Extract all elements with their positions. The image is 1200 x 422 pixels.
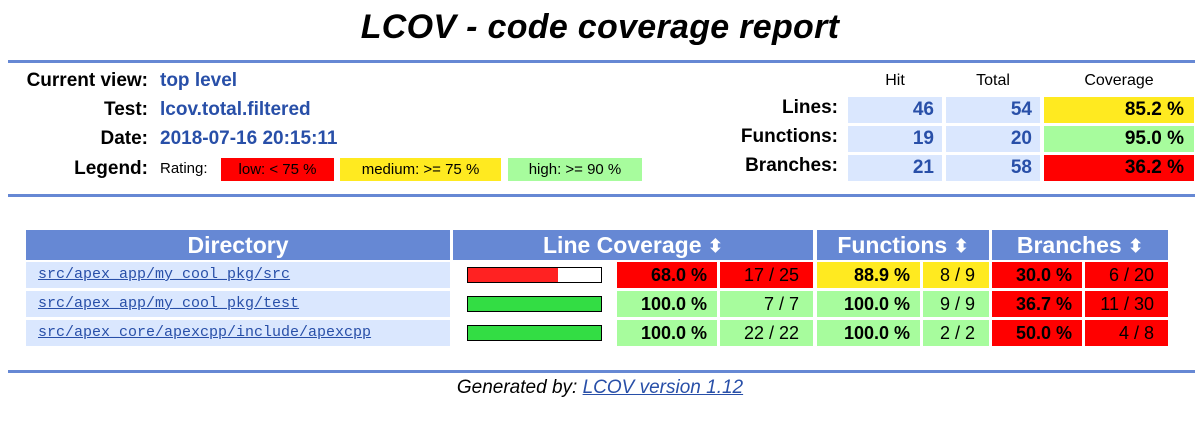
rating-label: Rating: [160,160,208,177]
functions-percent: 100.0 % [817,291,920,317]
legend-high-badge: high: >= 90 % [508,158,642,181]
summary-coverage: 36.2 % [1044,155,1194,181]
current-view-label: Current view: [26,70,148,91]
functions-count: 9 / 9 [923,291,989,317]
footer-prefix: Generated by: [456,377,578,398]
sort-icon[interactable]: ⬍ [1128,236,1144,256]
current-view-value: top level [160,70,238,91]
functions-header-label: Functions [837,232,948,258]
branches-count: 4 / 8 [1085,320,1168,346]
branches-count: 11 / 30 [1085,291,1168,317]
line-coverage-column-header[interactable]: Line Coverage ⬍ [453,230,813,260]
coverage-bar-cell [453,320,614,346]
line-coverage-percent: 68.0 % [617,262,717,288]
date-row: Date: 2018-07-16 20:15:11 [0,125,600,153]
directory-header-label: Directory [187,232,289,258]
line-coverage-count: 17 / 25 [720,262,813,288]
summary-coverage: 95.0 % [1044,126,1194,152]
branches-column-header[interactable]: Branches ⬍ [992,230,1168,260]
directory-cell: src/apex_app/my_cool_pkg/test [26,291,450,317]
coverage-bar-fill [468,268,559,282]
summary-label: Branches: [745,155,838,176]
summary-label: Functions: [740,126,838,147]
current-view-row: Current view: top level [0,67,600,95]
legend-medium-badge: medium: >= 75 % [340,158,501,181]
summary-total: 20 [946,126,1040,152]
functions-percent: 100.0 % [817,320,920,346]
test-label: Test: [104,99,148,120]
test-row: Test: lcov.total.filtered [0,96,600,124]
legend-row: Legend: Rating: low: < 75 % medium: >= 7… [0,155,660,183]
functions-column-header[interactable]: Functions ⬍ [817,230,989,260]
directory-cell: src/apex_core/apexcpp/include/apexcpp [26,320,450,346]
branches-count: 6 / 20 [1085,262,1168,288]
branches-percent: 30.0 % [992,262,1082,288]
coverage-bar-cell [453,291,614,317]
summary-total: 54 [946,97,1040,123]
test-value: lcov.total.filtered [160,99,311,120]
functions-count: 8 / 9 [923,262,989,288]
functions-count: 2 / 2 [923,320,989,346]
sort-icon[interactable]: ⬍ [707,236,723,256]
top-divider [8,60,1195,63]
directory-link[interactable]: src/apex_core/apexcpp/include/apexcpp [38,324,372,341]
page-title: LCOV - code coverage report [360,8,840,46]
coverage-bar-cell [453,262,614,288]
summary-total-header: Total [976,72,1010,89]
middle-divider [8,194,1195,197]
summary-total: 58 [946,155,1040,181]
line-coverage-header-label: Line Coverage [543,232,702,258]
line-coverage-count: 7 / 7 [720,291,813,317]
line-coverage-percent: 100.0 % [617,320,717,346]
line-coverage-percent: 100.0 % [617,291,717,317]
coverage-bar [467,267,602,283]
summary-hit-header: Hit [885,72,905,89]
bottom-divider [8,370,1195,373]
footer: Generated by: LCOV version 1.12 [0,377,1200,399]
branches-percent: 36.7 % [992,291,1082,317]
directory-link[interactable]: src/apex_app/my_cool_pkg/src [38,266,291,283]
summary-coverage-header: Coverage [1084,72,1154,89]
functions-percent: 88.9 % [817,262,920,288]
summary-hit: 19 [848,126,942,152]
branches-percent: 50.0 % [992,320,1082,346]
directory-cell: src/apex_app/my_cool_pkg/src [26,262,450,288]
summary-hit: 21 [848,155,942,181]
lcov-version-link[interactable]: LCOV version 1.12 [582,377,744,398]
summary-coverage: 85.2 % [1044,97,1194,123]
date-value: 2018-07-16 20:15:11 [160,128,338,149]
summary-label: Lines: [782,97,838,118]
summary-hit: 46 [848,97,942,123]
coverage-bar [467,325,602,341]
coverage-bar [467,296,602,312]
coverage-bar-fill [468,297,601,311]
line-coverage-count: 22 / 22 [720,320,813,346]
directory-link[interactable]: src/apex_app/my_cool_pkg/test [38,295,300,312]
coverage-bar-fill [468,326,601,340]
legend-low-badge: low: < 75 % [221,158,334,181]
sort-icon[interactable]: ⬍ [953,236,969,256]
legend-label: Legend: [74,158,148,179]
date-label: Date: [100,128,148,149]
directory-column-header[interactable]: Directory [26,230,450,260]
branches-header-label: Branches [1016,232,1122,258]
